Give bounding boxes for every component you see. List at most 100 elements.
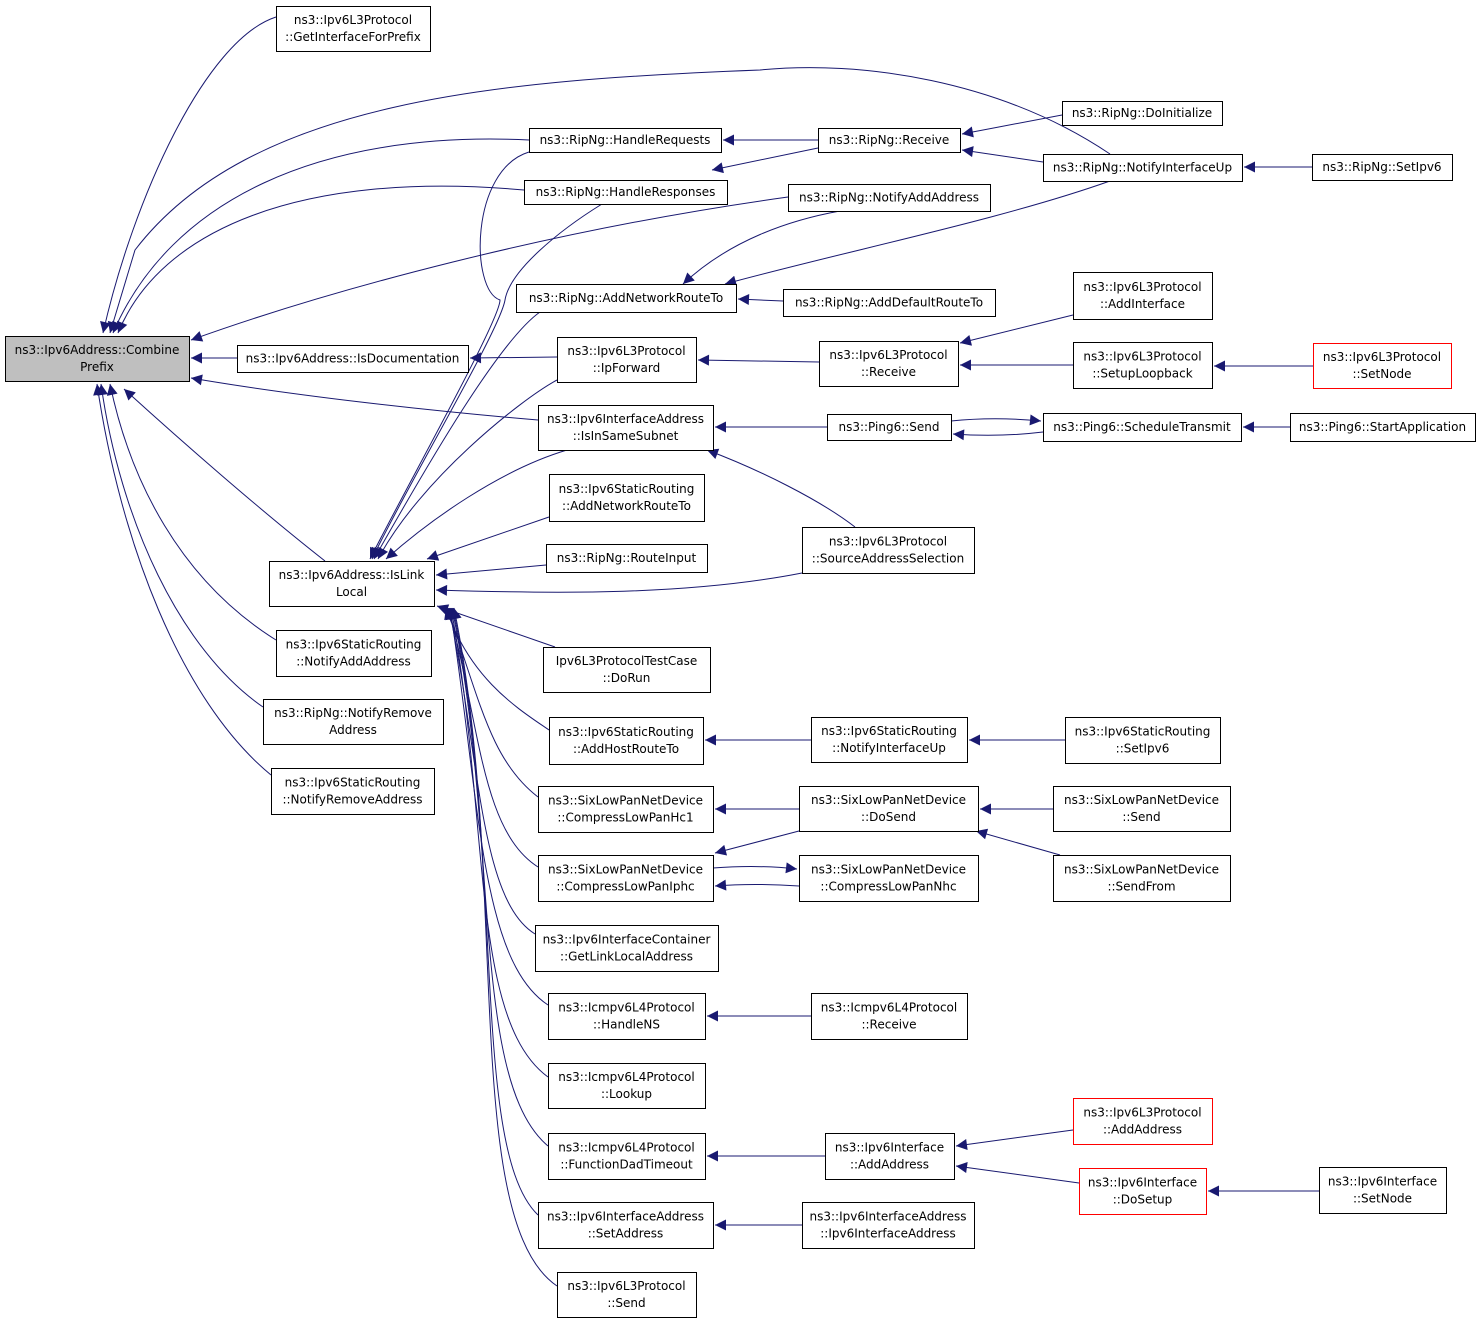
node-label-line: ns3::Ping6::Send bbox=[838, 420, 939, 434]
node-handle-responses[interactable]: ns3::RipNg::HandleResponses bbox=[524, 180, 728, 205]
edge-ripng-add-network-route-to bbox=[373, 311, 541, 560]
node-box bbox=[237, 345, 469, 373]
node-label-line: ::CompressLowPanIphc bbox=[556, 880, 694, 894]
node-icmp-receive[interactable]: ns3::Icmpv6L4Protocol::Receive bbox=[811, 993, 968, 1040]
node-label-line: ns3::SixLowPanNetDevice bbox=[548, 794, 703, 808]
node-ping6-send[interactable]: ns3::Ping6::Send bbox=[827, 414, 952, 441]
node-ripng-notify-remove-address[interactable]: ns3::RipNg::NotifyRemoveAddress bbox=[263, 699, 444, 745]
node-source-address-selection[interactable]: ns3::Ipv6L3Protocol::SourceAddressSelect… bbox=[802, 527, 975, 574]
node-label-line: ns3::Ipv6Address::Combine bbox=[15, 343, 180, 357]
node-compress-lowpan-iphc[interactable]: ns3::SixLowPanNetDevice::CompressLowPanI… bbox=[538, 855, 714, 902]
node-label-line: ::DoSetup bbox=[1113, 1193, 1173, 1207]
node-label-line: ns3::RipNg::NotifyRemove bbox=[274, 706, 432, 720]
edge-l3-receive bbox=[697, 354, 820, 366]
node-label-line: ::SetAddress bbox=[588, 1227, 664, 1241]
node-get-interface-for-prefix[interactable]: ns3::Ipv6L3Protocol::GetInterfaceForPref… bbox=[276, 6, 431, 52]
edge-ripng-doinitialize bbox=[961, 114, 1063, 138]
node-static-notify-remove-address[interactable]: ns3::Ipv6StaticRouting::NotifyRemoveAddr… bbox=[271, 768, 435, 815]
node-box bbox=[1043, 413, 1242, 442]
node-ripng-receive[interactable]: ns3::RipNg::Receive bbox=[818, 128, 961, 153]
node-box bbox=[538, 1202, 714, 1249]
node-box bbox=[1073, 342, 1213, 389]
node-label-line: ::Ipv6InterfaceAddress bbox=[820, 1227, 956, 1241]
node-box bbox=[543, 647, 711, 693]
node-ripng-add-network-route-to[interactable]: ns3::RipNg::AddNetworkRouteTo bbox=[516, 284, 737, 313]
node-label-line: ::SetNode bbox=[1353, 1192, 1412, 1206]
node-label-line: ::GetLinkLocalAddress bbox=[560, 950, 693, 964]
node-box bbox=[548, 993, 706, 1040]
node-label-line: ns3::SixLowPanNetDevice bbox=[1064, 793, 1219, 807]
node-box bbox=[1290, 413, 1476, 442]
node-ripng-notify-interface-up[interactable]: ns3::RipNg::NotifyInterfaceUp bbox=[1043, 154, 1243, 182]
node-l3-add-address[interactable]: ns3::Ipv6L3Protocol::AddAddress bbox=[1073, 1098, 1213, 1145]
node-label-line: ns3::Ipv6Address::IsLink bbox=[279, 568, 425, 582]
node-iface-dosetup[interactable]: ns3::Ipv6Interface::DoSetup bbox=[1079, 1168, 1207, 1215]
node-label-line: ::Receive bbox=[861, 365, 916, 379]
node-sixlowpan-sendfrom[interactable]: ns3::SixLowPanNetDevice::SendFrom bbox=[1053, 855, 1231, 902]
node-is-documentation[interactable]: ns3::Ipv6Address::IsDocumentation bbox=[237, 345, 469, 373]
node-iface-add-address[interactable]: ns3::Ipv6Interface::AddAddress bbox=[825, 1133, 955, 1180]
node-ripng-route-input[interactable]: ns3::RipNg::RouteInput bbox=[546, 544, 708, 573]
node-label-line: ::IpForward bbox=[593, 361, 661, 375]
node-label-line: ns3::Ipv6StaticRouting bbox=[821, 724, 957, 738]
node-static-notify-add-address[interactable]: ns3::Ipv6StaticRouting::NotifyAddAddress bbox=[276, 630, 432, 677]
edge-ripng-add-default-route-to bbox=[737, 293, 784, 305]
node-static-add-host-route-to[interactable]: ns3::Ipv6StaticRouting::AddHostRouteTo bbox=[549, 717, 704, 765]
node-static-notify-interface-up[interactable]: ns3::Ipv6StaticRouting::NotifyInterfaceU… bbox=[811, 717, 968, 763]
edge-ripng-notify-interface-up bbox=[961, 146, 1044, 163]
node-label-line: ns3::RipNg::RouteInput bbox=[557, 551, 697, 565]
node-l3-add-interface[interactable]: ns3::Ipv6L3Protocol::AddInterface bbox=[1073, 272, 1213, 320]
node-ping6-schedule-transmit[interactable]: ns3::Ping6::ScheduleTransmit bbox=[1043, 413, 1242, 442]
node-compress-lowpan-hc1[interactable]: ns3::SixLowPanNetDevice::CompressLowPanH… bbox=[538, 786, 714, 833]
node-ifaddr-ctor[interactable]: ns3::Ipv6InterfaceAddress::Ipv6Interface… bbox=[802, 1202, 975, 1249]
node-label-line: ns3::RipNg::HandleRequests bbox=[540, 133, 711, 147]
node-label-line: ns3::Ipv6L3Protocol bbox=[567, 1279, 685, 1293]
node-label-line: ns3::RipNg::NotifyAddAddress bbox=[799, 191, 979, 205]
node-ripng-notify-add-address[interactable]: ns3::RipNg::NotifyAddAddress bbox=[788, 184, 991, 212]
edge-get-link-local-address bbox=[445, 607, 536, 935]
node-ip-forward[interactable]: ns3::Ipv6L3Protocol::IpForward bbox=[557, 337, 697, 383]
edge-source-address-selection bbox=[435, 572, 803, 596]
node-get-link-local-address[interactable]: ns3::Ipv6InterfaceContainer::GetLinkLoca… bbox=[535, 925, 719, 972]
node-ifaddr-set-address[interactable]: ns3::Ipv6InterfaceAddress::SetAddress bbox=[538, 1202, 714, 1249]
node-label-line: ns3::Ipv6L3Protocol bbox=[829, 535, 947, 549]
node-sixlowpan-dosend[interactable]: ns3::SixLowPanNetDevice::DoSend bbox=[799, 786, 979, 832]
node-icmp-function-dad-timeout[interactable]: ns3::Icmpv6L4Protocol::FunctionDadTimeou… bbox=[548, 1133, 706, 1180]
node-label-line: ns3::Ipv6StaticRouting bbox=[285, 776, 421, 790]
node-static-setipv6[interactable]: ns3::Ipv6StaticRouting::SetIpv6 bbox=[1065, 717, 1221, 764]
edge-is-in-same-subnet bbox=[385, 449, 568, 560]
node-icmp-lookup[interactable]: ns3::Icmpv6L4Protocol::Lookup bbox=[548, 1063, 706, 1109]
node-icmp-handle-ns[interactable]: ns3::Icmpv6L4Protocol::HandleNS bbox=[548, 993, 706, 1040]
node-label-line: ns3::Ipv6L3Protocol bbox=[567, 344, 685, 358]
node-l3-setnode[interactable]: ns3::Ipv6L3Protocol::SetNode bbox=[1313, 343, 1452, 389]
node-box bbox=[1313, 343, 1452, 389]
node-is-in-same-subnet[interactable]: ns3::Ipv6InterfaceAddress::IsInSameSubne… bbox=[538, 405, 714, 451]
node-l3-send[interactable]: ns3::Ipv6L3Protocol::Send bbox=[557, 1272, 697, 1318]
node-handle-requests[interactable]: ns3::RipNg::HandleRequests bbox=[529, 128, 722, 153]
edge-compress-lowpan-iphc bbox=[712, 862, 798, 874]
node-label-line: ns3::Ipv6InterfaceContainer bbox=[543, 933, 711, 947]
node-ripng-setipv6[interactable]: ns3::RipNg::SetIpv6 bbox=[1312, 154, 1453, 181]
node-compress-lowpan-nhc[interactable]: ns3::SixLowPanNetDevice::CompressLowPanN… bbox=[799, 855, 979, 902]
node-box bbox=[269, 561, 435, 607]
node-label-line: ::CompressLowPanHc1 bbox=[557, 811, 693, 825]
edge-ripng-notify-interface-up bbox=[107, 67, 1111, 334]
node-label-line: ns3::Ipv6L3Protocol bbox=[1323, 350, 1441, 364]
node-ping6-start-application[interactable]: ns3::Ping6::StartApplication bbox=[1290, 413, 1476, 442]
node-static-add-network-route-to[interactable]: ns3::Ipv6StaticRouting::AddNetworkRouteT… bbox=[549, 474, 705, 522]
node-sixlowpan-send[interactable]: ns3::SixLowPanNetDevice::Send bbox=[1053, 786, 1231, 832]
node-l3-setup-loopback[interactable]: ns3::Ipv6L3Protocol::SetupLoopback bbox=[1073, 342, 1213, 389]
edge-iface-dosetup bbox=[955, 1162, 1080, 1184]
node-box bbox=[557, 337, 697, 383]
node-label-line: ns3::Ipv6Interface bbox=[1328, 1175, 1437, 1189]
node-l3-receive[interactable]: ns3::Ipv6L3Protocol::Receive bbox=[819, 341, 959, 387]
node-ripng-add-default-route-to[interactable]: ns3::RipNg::AddDefaultRouteTo bbox=[783, 289, 996, 317]
node-label-line: ::SendFrom bbox=[1107, 880, 1175, 894]
node-box bbox=[783, 289, 996, 317]
node-ripng-doinitialize[interactable]: ns3::RipNg::DoInitialize bbox=[1062, 101, 1223, 126]
node-label-line: ::AddNetworkRouteTo bbox=[562, 499, 691, 513]
node-iface-setnode[interactable]: ns3::Ipv6Interface::SetNode bbox=[1319, 1167, 1447, 1214]
node-l3-test-case-dorun[interactable]: Ipv6L3ProtocolTestCase::DoRun bbox=[543, 647, 711, 693]
